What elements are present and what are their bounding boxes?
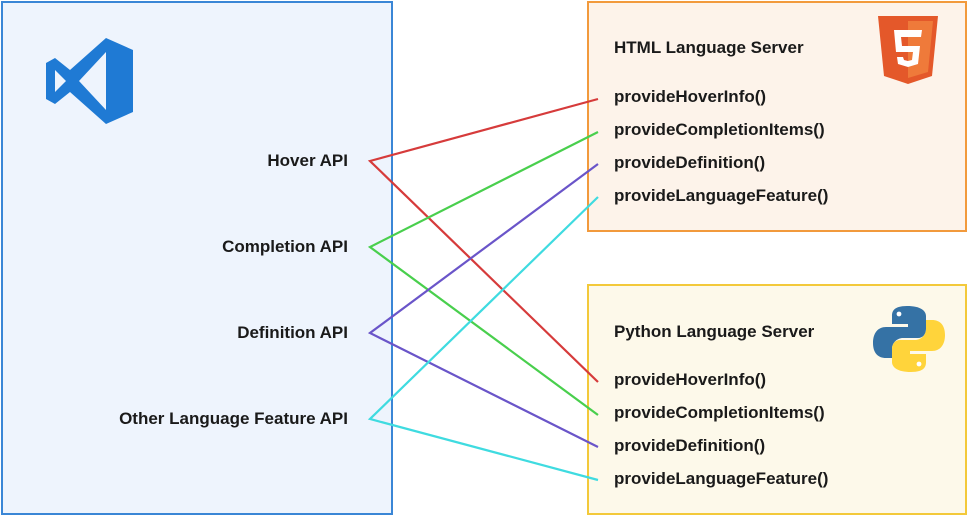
connector-line-4: [367, 196, 599, 482]
python-server-title: Python Language Server: [614, 322, 815, 341]
python-method-definition: provideDefinition(): [614, 436, 766, 455]
definition-api-label: Definition API: [237, 323, 348, 342]
connector-line-1: [367, 97, 599, 383]
python-method-hover: provideHoverInfo(): [614, 370, 767, 389]
hover-api-label: Hover API: [267, 151, 348, 170]
html-method-definition: provideDefinition(): [614, 153, 766, 172]
python-method-language-feature: provideLanguageFeature(): [614, 469, 829, 488]
html-method-completion: provideCompletionItems(): [614, 120, 825, 139]
completion-api-label: Completion API: [222, 237, 348, 256]
python-method-completion: provideCompletionItems(): [614, 403, 825, 422]
html-method-language-feature: provideLanguageFeature(): [614, 186, 829, 205]
connector-line-2: [367, 131, 599, 416]
html-method-hover: provideHoverInfo(): [614, 87, 767, 106]
html-server-title: HTML Language Server: [614, 38, 804, 57]
connector-line-3: [367, 163, 599, 448]
other-language-feature-api-label: Other Language Feature API: [119, 409, 348, 428]
